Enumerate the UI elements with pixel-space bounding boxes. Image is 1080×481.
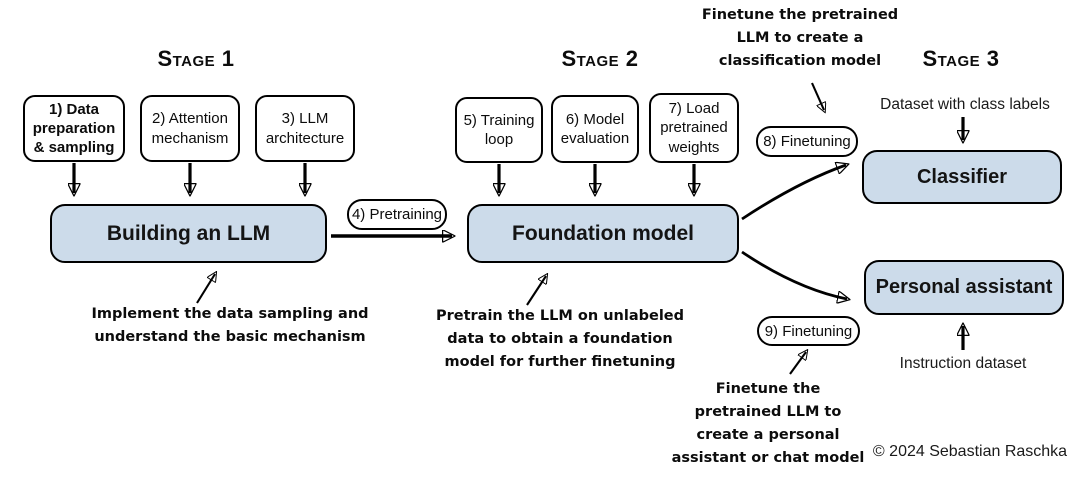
annotation-line: Pretrain the LLM on unlabeled xyxy=(435,308,685,324)
annotation-line: assistant or chat model xyxy=(671,450,865,466)
main-box-building-llm: Building an LLM xyxy=(50,204,327,263)
step-box-model-evaluation: 6) Model evaluation xyxy=(551,95,639,163)
arrow-pretrain-annotation xyxy=(526,276,546,306)
step-box-load-weights: 7) Load pretrained weights xyxy=(649,93,739,163)
main-box-foundation-model: Foundation model xyxy=(467,204,739,263)
annotation-finetune-assistant: Finetune the pretrained LLM to create a … xyxy=(672,378,865,470)
stage-3-heading: Stage 3 xyxy=(922,46,1000,71)
copyright-notice: © 2024 Sebastian Raschka xyxy=(872,443,1068,460)
annotation-line: Finetune the xyxy=(715,381,821,397)
annotation-line: pretrained LLM to xyxy=(694,404,842,420)
annotation-line: understand the basic mechanism xyxy=(94,329,366,345)
arrow-implement-annotation xyxy=(196,274,215,304)
label-dataset-class: Dataset with class labels xyxy=(880,96,1050,113)
label-instruction-dataset: Instruction dataset xyxy=(899,355,1027,372)
pill-finetuning-8: 8) Finetuning xyxy=(756,126,858,157)
pill-pretraining: 4) Pretraining xyxy=(347,199,447,230)
main-box-personal-assistant: Personal assistant xyxy=(864,260,1064,315)
annotation-finetune-classifier: Finetune the pretrained LLM to create a … xyxy=(702,4,898,73)
annotation-line: Finetune the pretrained xyxy=(701,7,899,23)
pill-finetuning-9: 9) Finetuning xyxy=(757,316,860,346)
main-box-classifier: Classifier xyxy=(862,150,1062,204)
step-box-data-preparation: 1) Data preparation & sampling xyxy=(23,95,125,162)
arrow-foundation-to-classifier xyxy=(741,165,846,221)
annotation-implement: Implement the data sampling and understa… xyxy=(91,303,368,349)
annotation-line: Implement the data sampling and xyxy=(91,306,369,322)
arrow-assistant-annotation xyxy=(789,352,806,375)
stage-2-heading: Stage 2 xyxy=(561,46,639,71)
annotation-line: LLM to create a xyxy=(736,30,864,46)
step-box-training-loop: 5) Training loop xyxy=(455,97,543,163)
stage-1-heading: Stage 1 xyxy=(157,46,235,71)
arrow-classifier-annotation xyxy=(811,82,824,110)
annotation-line: create a personal xyxy=(696,427,840,443)
annotation-line: data to obtain a foundation xyxy=(447,331,673,347)
annotation-line: classification model xyxy=(718,53,882,69)
annotation-line: model for further finetuning xyxy=(444,354,676,370)
step-box-llm-architecture: 3) LLM architecture xyxy=(255,95,355,162)
annotation-pretrain: Pretrain the LLM on unlabeled data to ob… xyxy=(436,305,684,374)
step-box-attention-mechanism: 2) Attention mechanism xyxy=(140,95,240,162)
arrow-foundation-to-assistant xyxy=(741,250,847,299)
